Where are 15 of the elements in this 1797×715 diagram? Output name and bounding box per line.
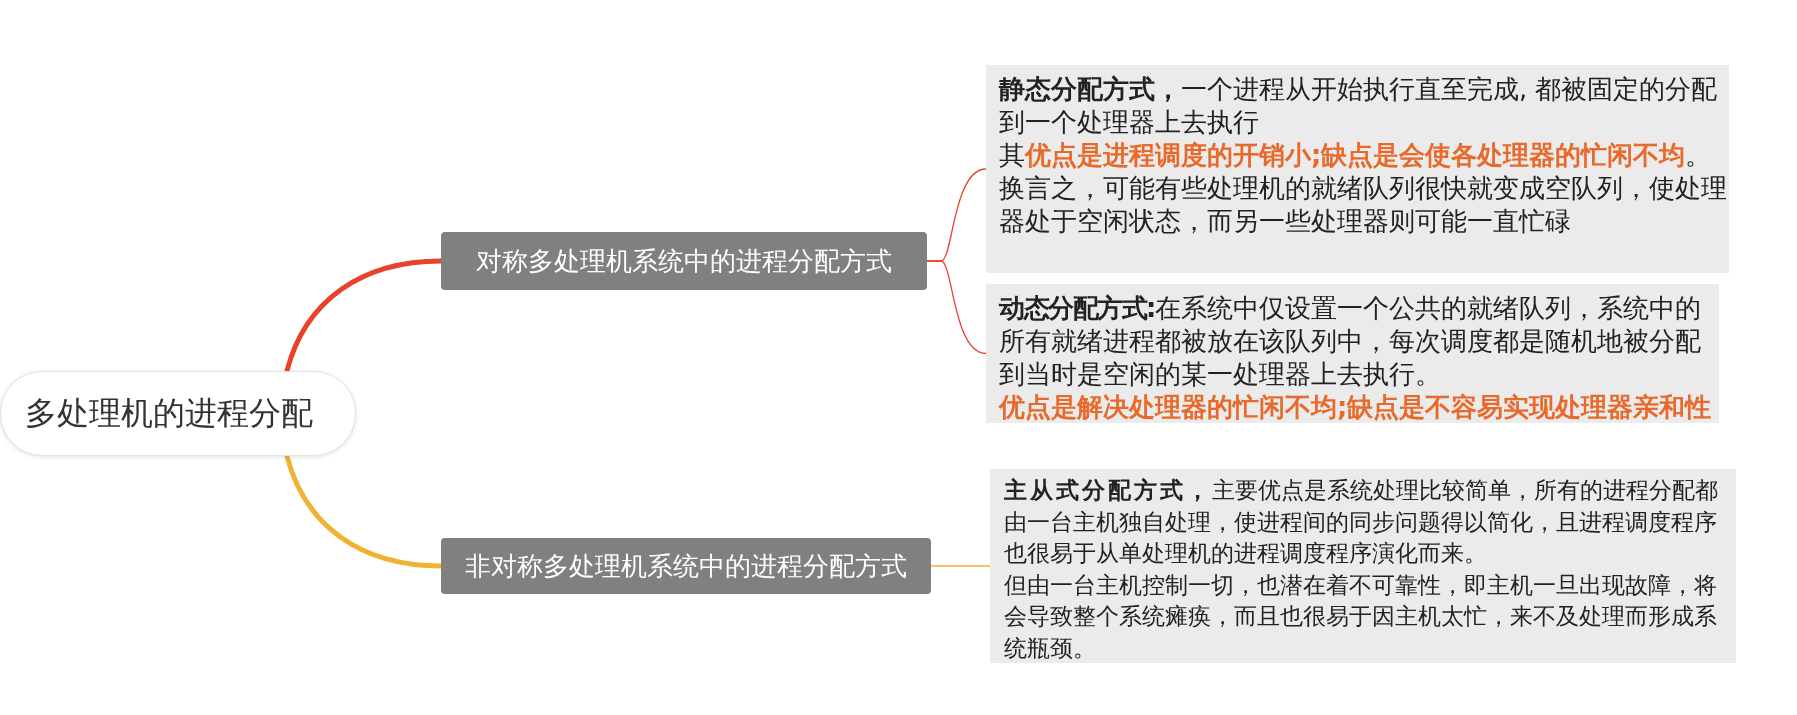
branch-line bbox=[926, 260, 987, 355]
note-text: 但由一台主机控制一切，也潜在着不可靠性，即主机一旦出现故障，将会导致整个系统瘫痪，而且也很易于因主机太忙，来不及处理而形成系统瓶颈。 bbox=[1004, 570, 1718, 663]
note-box bbox=[990, 469, 1736, 663]
branch-line bbox=[930, 565, 991, 567]
topic-box: 非对称多处理机系统中的进程分配方式 bbox=[441, 538, 931, 594]
note-text: 其优点是进程调度的开销小;缺点是会使各处理器的忙闲不均。 bbox=[999, 139, 1713, 172]
note-box bbox=[986, 65, 1729, 273]
note-text: 主从式分配方式，主要优点是系统处理比较简单，所有的进程分配都由一台主机独自处理，使进程间的同步问题得以简化，且进程调度程序也很易于从单处理机的进程调度程序演化而来。 bbox=[1004, 476, 1719, 568]
note-text: 优点是解决处理器的忙闲不均;缺点是不容易实现处理器亲和性 bbox=[999, 391, 1713, 424]
topic-box: 对称多处理机系统中的进程分配方式 bbox=[441, 232, 927, 290]
note-text: 换言之，可能有些处理机的就绪队列很快就变成空队列，使处理器处于空闲状态，而另一些处理器则可能一直忙碌 bbox=[999, 172, 1728, 238]
note-box bbox=[986, 284, 1719, 423]
note-text: 静态分配方式，一个进程从开始执行直至完成, 都被固定的分配到一个处理器上去执行 bbox=[999, 73, 1719, 139]
note-text: 动态分配方式:在系统中仅设置一个公共的就绪队列，系统中的所有就绪进程都被放在该队列中，每次调度都是随机地被分配到当时是空闲的某一处理器上去执行。 bbox=[999, 292, 1702, 391]
central-topic: 多处理机的进程分配 bbox=[0, 371, 356, 456]
